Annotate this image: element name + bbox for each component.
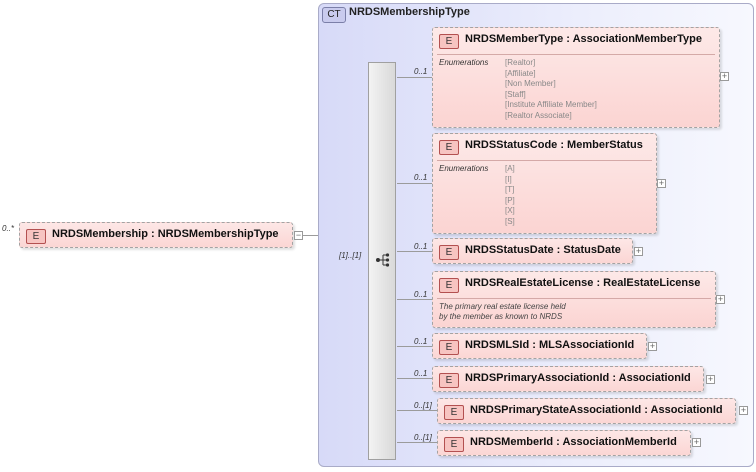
enumeration-list: [A] [I] [T] [P] [X] [S] bbox=[505, 164, 515, 228]
element-badge: E bbox=[439, 245, 459, 260]
sequence-cardinality: [1]..[1] bbox=[339, 251, 362, 260]
element-cardinality: 0..[1] bbox=[414, 401, 432, 410]
element-name: NRDSPrimaryStateAssociationId : Associat… bbox=[470, 404, 723, 416]
enumeration-value: [Non Member] bbox=[505, 79, 556, 89]
element-name: NRDSMemberId : AssociationMemberId bbox=[470, 436, 677, 448]
element-name: NRDSRealEstateLicense : RealEstateLicens… bbox=[465, 277, 701, 289]
element-connector bbox=[397, 183, 432, 184]
element-cardinality: 0..1 bbox=[414, 173, 428, 182]
element-connector bbox=[397, 346, 432, 347]
element-box-nrds-member-id[interactable]: E NRDSMemberId : AssociationMemberId bbox=[437, 430, 691, 456]
documentation-line: The primary real estate license held bbox=[439, 302, 566, 311]
enumerations-header: Enumerations bbox=[439, 164, 489, 173]
enumeration-value: [S] bbox=[505, 216, 515, 226]
sequence-compositor-icon[interactable] bbox=[374, 251, 392, 269]
plus-icon[interactable]: + bbox=[706, 374, 715, 384]
element-connector bbox=[397, 299, 432, 300]
element-separator bbox=[437, 54, 715, 55]
sequence-bar bbox=[368, 62, 396, 460]
plus-icon[interactable]: + bbox=[739, 405, 748, 415]
plus-icon[interactable]: + bbox=[716, 294, 725, 304]
element-connector bbox=[397, 251, 432, 252]
element-box-nrds-mls-id[interactable]: E NRDSMLSId : MLSAssociationId bbox=[432, 333, 647, 359]
element-box-nrds-real-estate-license[interactable]: E NRDSRealEstateLicense : RealEstateLice… bbox=[432, 271, 716, 328]
element-name: NRDSMemberType : AssociationMemberType bbox=[465, 33, 702, 45]
element-badge: E bbox=[439, 373, 459, 388]
element-badge: E bbox=[439, 140, 459, 155]
element-name: NRDSStatusCode : MemberStatus bbox=[465, 139, 643, 151]
element-connector bbox=[397, 77, 432, 78]
plus-icon[interactable]: + bbox=[692, 437, 701, 447]
root-cardinality: 0..* bbox=[2, 224, 15, 233]
element-box-nrds-primary-state-association-id[interactable]: E NRDSPrimaryStateAssociationId : Associ… bbox=[437, 398, 736, 424]
enumerations-header: Enumerations bbox=[439, 58, 489, 67]
element-cardinality: 0..1 bbox=[414, 242, 428, 251]
element-name: NRDSMLSId : MLSAssociationId bbox=[465, 339, 635, 351]
element-connector bbox=[397, 378, 432, 379]
element-connector bbox=[397, 442, 437, 443]
element-box-nrds-status-code[interactable]: E NRDSStatusCode : MemberStatus Enumerat… bbox=[432, 133, 657, 234]
root-element-name: NRDSMembership : NRDSMembershipType bbox=[52, 228, 279, 240]
enumeration-value: [T] bbox=[505, 185, 515, 195]
element-name: NRDSStatusDate : StatusDate bbox=[465, 244, 621, 256]
element-cardinality: 0..[1] bbox=[414, 433, 432, 442]
enumeration-value: [A] bbox=[505, 164, 515, 173]
element-badge: E bbox=[439, 34, 459, 49]
element-box-nrds-status-date[interactable]: E NRDSStatusDate : StatusDate bbox=[432, 238, 633, 264]
enumeration-value: [Affiliate] bbox=[505, 68, 536, 78]
enumeration-list: [Realtor] [Affiliate] [Non Member] [Staf… bbox=[505, 58, 597, 122]
element-documentation: The primary real estate license held by … bbox=[439, 302, 709, 322]
enumeration-value: [Realtor Associate] bbox=[505, 110, 572, 120]
enumeration-value: [X] bbox=[505, 206, 515, 216]
root-connector bbox=[303, 235, 318, 236]
element-box-nrds-primary-association-id[interactable]: E NRDSPrimaryAssociationId : Association… bbox=[432, 366, 704, 392]
plus-icon[interactable]: + bbox=[720, 71, 729, 81]
root-element-box[interactable]: E NRDSMembership : NRDSMembershipType bbox=[19, 222, 293, 248]
enumeration-value: [Realtor] bbox=[505, 58, 536, 67]
element-separator bbox=[437, 160, 652, 161]
element-badge: E bbox=[444, 437, 464, 452]
enumeration-value: [Staff] bbox=[505, 89, 526, 99]
element-cardinality: 0..1 bbox=[414, 337, 428, 346]
element-cardinality: 0..1 bbox=[414, 290, 428, 299]
complex-type-badge: CT bbox=[322, 7, 346, 23]
plus-icon[interactable]: + bbox=[657, 178, 666, 188]
element-name: NRDSPrimaryAssociationId : AssociationId bbox=[465, 372, 691, 384]
plus-icon[interactable]: + bbox=[634, 246, 643, 256]
element-badge: E bbox=[26, 229, 46, 244]
complex-type-title: NRDSMembershipType bbox=[349, 6, 470, 18]
element-separator bbox=[437, 298, 711, 299]
documentation-line: by the member as known to NRDS bbox=[439, 312, 563, 321]
enumeration-value: [I] bbox=[505, 174, 512, 184]
element-box-nrds-member-type[interactable]: E NRDSMemberType : AssociationMemberType… bbox=[432, 27, 720, 128]
element-cardinality: 0..1 bbox=[414, 369, 428, 378]
minus-icon[interactable]: − bbox=[294, 230, 303, 240]
element-badge: E bbox=[439, 340, 459, 355]
element-badge: E bbox=[444, 405, 464, 420]
enumeration-value: [Institute Affiliate Member] bbox=[505, 100, 597, 110]
enumeration-value: [P] bbox=[505, 195, 515, 205]
element-connector bbox=[397, 410, 437, 411]
element-cardinality: 0..1 bbox=[414, 67, 428, 76]
element-badge: E bbox=[439, 278, 459, 293]
plus-icon[interactable]: + bbox=[648, 341, 657, 351]
